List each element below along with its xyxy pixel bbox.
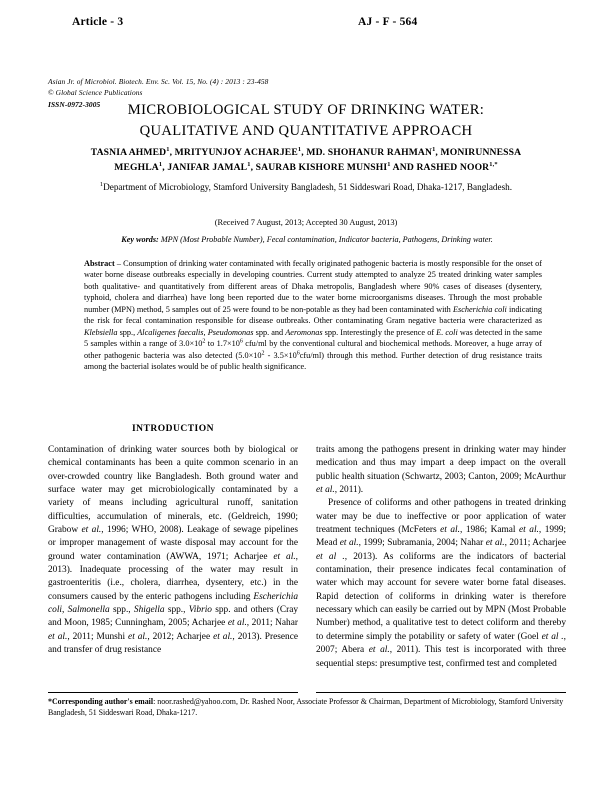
keywords-label: Key words: [121,235,159,244]
paper-title-line-1: MICROBIOLOGICAL STUDY OF DRINKING WATER: [127,102,485,118]
keywords-terms: MPN (Most Probable Number), Fecal contam… [160,235,493,244]
keywords: Key words: MPN (Most Probable Number), F… [66,234,548,246]
author-list: TASNIA AHMED1, MRITYUNJOY ACHARJEE1, MD.… [56,146,556,175]
journal-citation: Asian Jr. of Microbiol. Biotech. Env. Sc… [48,77,269,86]
footnote-rule-left [48,692,298,693]
body-column-left: Contamination of drinking water sources … [48,444,298,658]
manuscript-id: AJ - F - 564 [358,16,418,28]
issn: ISSN-0972-3005 [48,99,101,109]
journal-imprint: Asian Jr. of Microbiol. Biotech. Env. Sc… [48,76,268,110]
corresponding-author-footnote: *Corresponding author's email: noor.rash… [48,696,566,718]
article-number: Article - 3 [72,16,124,28]
abstract-body: Consumption of drinking water contaminat… [84,259,543,372]
abstract-dash: – [114,259,124,268]
received-accepted-dates: (Received 7 August, 2013; Accepted 30 Au… [214,218,398,227]
footnote-label: *Corresponding author's email [48,697,154,706]
body-column-right: traits among the pathogens present in dr… [316,444,566,671]
paragraph: Presence of coliforms and other pathogen… [316,498,567,669]
publisher: © Global Science Publications [48,88,143,98]
footnote-rule-right [316,692,566,693]
author-line-2: MEGHLA1, JANIFAR JAMAL1, SAURAB KISHORE … [114,160,498,173]
abstract-label: Abstract [84,259,115,268]
paragraph: Contamination of drinking water sources … [48,445,299,656]
abstract: Abstract – Consumption of drinking water… [84,258,542,373]
section-heading-introduction: INTRODUCTION [131,424,214,434]
author-line-1: TASNIA AHMED1, MRITYUNJOY ACHARJEE1, MD.… [90,145,522,158]
affiliation: 1Department of Microbiology, Stamford Un… [99,180,513,192]
paper-title-line-2: QUALITATIVE AND QUANTITATIVE APPROACH [139,123,473,139]
footnote-text: : noor.rashed@yahoo.com, Dr. Rashed Noor… [48,697,564,718]
running-head: Article - 3 AJ - F - 564 [48,16,564,32]
paragraph: traits among the pathogens present in dr… [316,445,566,496]
title-block: MICROBIOLOGICAL STUDY OF DRINKING WATER:… [60,100,552,142]
